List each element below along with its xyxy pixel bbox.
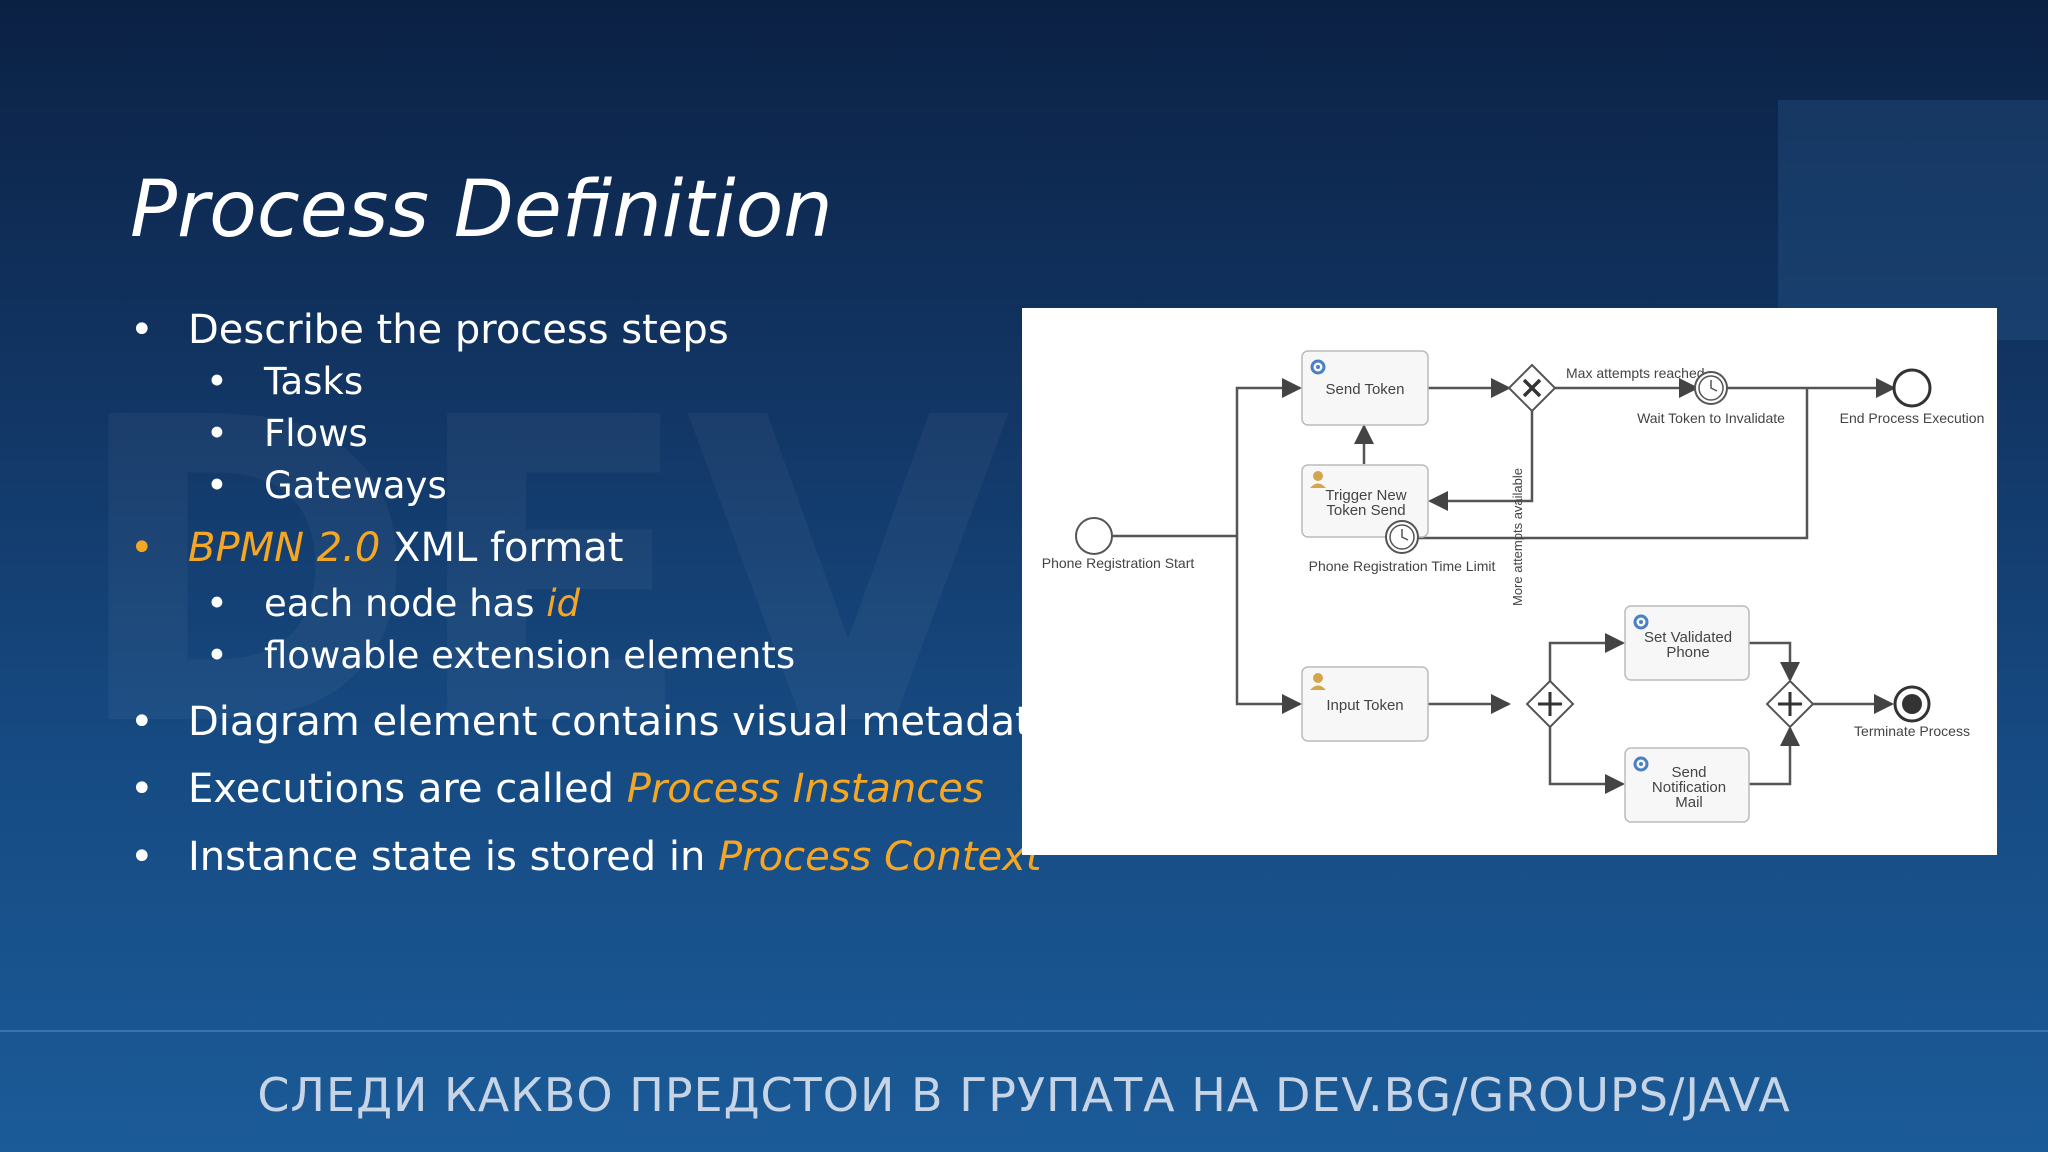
exclusive-gateway [1507, 363, 1557, 413]
flow-split-input-token [1235, 536, 1302, 714]
service-task-gear-icon [1633, 756, 1649, 772]
bullet-text: Instance state is stored in [188, 834, 719, 880]
bullet-text: flowable extension elements [264, 634, 796, 677]
flow-fork-to-validated [1548, 633, 1625, 682]
bullet-instance-state: •Instance state is stored in Process Con… [130, 834, 1042, 880]
flow-notification-to-join [1749, 726, 1800, 786]
bullet-highlight: id [546, 582, 581, 625]
end-event [1892, 368, 1932, 408]
start-label: Phone Registration Start [1042, 555, 1195, 571]
terminate-end-event [1893, 685, 1931, 723]
wait-token-label: Wait Token to Invalidate [1637, 410, 1785, 426]
flow-timer-to-end [1401, 388, 1809, 540]
bullet-text: Executions are called [188, 766, 627, 812]
bpmn-diagram: Phone Registration Start Send Token Trig… [1022, 308, 1997, 855]
flow-fork-to-notification [1548, 726, 1625, 794]
parallel-join-gateway [1765, 679, 1815, 729]
task-trigger-new-token [1301, 464, 1429, 538]
background-watermark: DEV [70, 330, 1011, 819]
bullet-bpmn: •BPMN 2.0 XML format [130, 525, 624, 571]
background-divider [0, 1030, 2048, 1032]
task-send-notif-line3: Mail [1675, 794, 1703, 811]
service-task-gear-icon [1310, 359, 1326, 375]
sub-bullet-gateways: •Gateways [206, 464, 447, 507]
task-send-notif-line1: Send [1671, 764, 1706, 781]
task-set-validated-phone [1624, 605, 1750, 681]
time-limit-label: Phone Registration Time Limit [1309, 558, 1496, 574]
sub-bullet-node-id: •each node has id [206, 582, 581, 625]
max-attempts-label: Max attempts reached [1566, 365, 1705, 381]
sub-bullet-tasks: •Tasks [206, 360, 364, 403]
slide-title: Process Definition [130, 165, 833, 255]
service-task-gear-icon [1633, 614, 1649, 630]
bullet-text: Tasks [264, 360, 364, 403]
sub-bullet-flows: •Flows [206, 412, 368, 455]
bullet-highlight: BPMN 2.0 [188, 525, 381, 571]
bullet-text: Diagram element contains visual metadata [188, 699, 1056, 745]
flow-validated-to-join [1749, 641, 1800, 682]
task-send-token-label: Send Token [1326, 381, 1405, 398]
user-task-icon [1310, 471, 1326, 488]
task-input-token [1301, 666, 1429, 742]
bullet-diagram-element: •Diagram element contains visual metadat… [130, 699, 1056, 745]
timer-boundary-icon [1385, 520, 1419, 554]
task-trigger-line1: Trigger New [1325, 487, 1406, 504]
bullet-text: Gateways [264, 464, 447, 507]
task-send-token [1301, 350, 1429, 426]
task-input-token-label: Input Token [1326, 697, 1403, 714]
bullet-text: Flows [264, 412, 368, 455]
flow-split-send-token [1235, 378, 1302, 536]
end-label: End Process Execution [1840, 410, 1985, 426]
bullet-highlight: Process Context [718, 834, 1042, 880]
bullet-describe: •Describe the process steps [130, 307, 729, 353]
flow-more-attempts [1428, 410, 1534, 511]
start-event [1075, 517, 1113, 555]
user-task-icon [1310, 673, 1326, 690]
bullet-text: Describe the process steps [188, 307, 729, 353]
background-panel [1778, 100, 2048, 340]
footer-banner: СЛЕДИ КАКВО ПРЕДСТОИ В ГРУПАТА НА DEV.BG… [257, 1068, 1791, 1122]
terminate-label: Terminate Process [1854, 723, 1970, 739]
bullet-text: each node has [264, 582, 547, 625]
task-send-notif-line2: Notification [1652, 779, 1726, 796]
parallel-fork-gateway [1525, 679, 1575, 729]
sub-bullet-extensions: •flowable extension elements [206, 634, 796, 677]
bullet-executions: •Executions are called Process Instances [130, 766, 984, 812]
bullet-list: •Describe the process steps •Tasks •Flow… [130, 307, 1056, 880]
bullet-highlight: Process Instances [626, 766, 984, 812]
task-set-validated-line2: Phone [1666, 644, 1709, 661]
bullet-text: XML format [380, 525, 624, 571]
wait-timer-icon [1694, 371, 1728, 405]
more-attempts-label: More attempts available [1510, 468, 1525, 606]
task-trigger-line2: Token Send [1326, 502, 1405, 519]
task-send-notification-mail [1624, 747, 1750, 823]
task-set-validated-line1: Set Validated [1644, 629, 1732, 646]
